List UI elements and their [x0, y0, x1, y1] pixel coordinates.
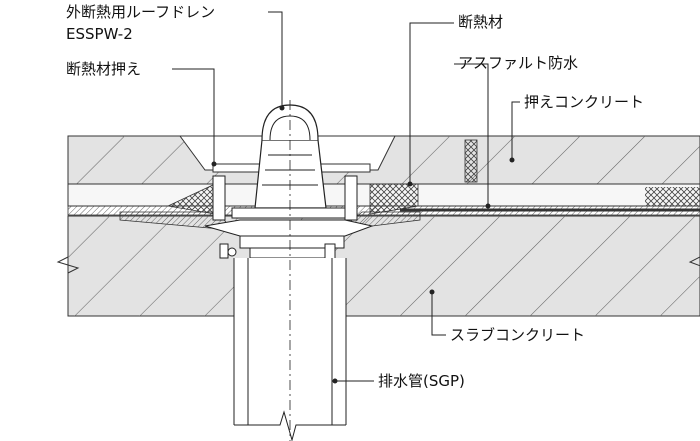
label-drain-model: ESSPW-2: [66, 25, 133, 43]
label-slab-concrete: スラブコンクリート: [450, 326, 585, 344]
label-asphalt-waterproofing: アスファルト防水: [458, 54, 578, 72]
label-drain-pipe: 排水管(SGP): [378, 372, 465, 390]
label-protective-concrete: 押えコンクリート: [524, 93, 644, 111]
label-insulation-retainer: 断熱材押え: [66, 60, 141, 78]
leader-lines: [172, 11, 520, 384]
slab-concrete: [56, 215, 700, 317]
insulation-blocks: [464, 139, 700, 206]
label-drain-name: 外断熱用ルーフドレン: [66, 3, 215, 21]
drain-body: [204, 104, 374, 261]
labels: 外断熱用ルーフドレン ESSPW-2 断熱材押え 断熱材 アスファルト防水 押え…: [66, 3, 644, 390]
label-insulation: 断熱材: [458, 13, 503, 31]
drain-pipe: [233, 100, 347, 441]
